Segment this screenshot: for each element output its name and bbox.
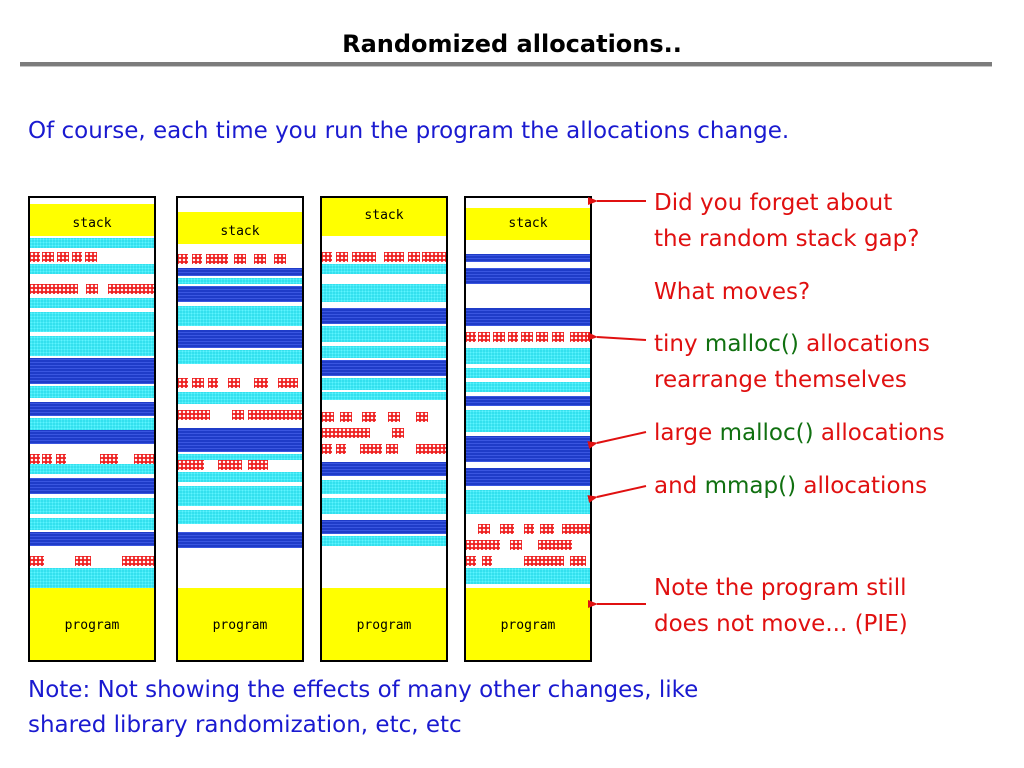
slide-subtitle: Of course, each time you run the program… — [28, 118, 790, 144]
stack-region — [466, 208, 590, 240]
program-label: program — [212, 618, 268, 633]
program-region — [30, 588, 154, 660]
memory-layout-run-3: stack program — [320, 196, 448, 662]
program-region — [178, 588, 302, 660]
stack-label: stack — [364, 208, 404, 223]
tiny-malloc-row — [30, 284, 154, 294]
footer-note: Note: Not showing the effects of many ot… — [28, 677, 699, 738]
program-region — [322, 588, 446, 660]
tiny-malloc-row — [466, 556, 590, 566]
tiny-malloc-row — [178, 254, 302, 264]
large-malloc-block — [30, 358, 154, 384]
stack-label: stack — [220, 224, 260, 239]
tiny-malloc-row — [30, 556, 154, 566]
annotation-pie: Note the program still does not move... … — [654, 575, 908, 637]
tiny-malloc-row — [178, 378, 302, 388]
stack-region — [30, 204, 154, 236]
tiny-malloc-row — [322, 428, 446, 438]
annotation-large-malloc: large malloc() allocations — [654, 420, 945, 446]
program-label: program — [356, 618, 412, 633]
stack-region — [322, 198, 446, 236]
tiny-malloc-row — [178, 410, 302, 420]
tiny-malloc-row — [178, 460, 302, 470]
arrow-large-malloc — [587, 431, 647, 449]
tiny-malloc-row — [322, 252, 446, 262]
program-label: program — [64, 618, 120, 633]
title-divider — [20, 62, 992, 67]
slide-title: Randomized allocations.. — [342, 30, 682, 58]
tiny-malloc-row — [322, 444, 446, 454]
arrow-tiny-malloc — [587, 332, 647, 341]
annotation-what-moves: What moves? — [654, 279, 811, 305]
stack-label: stack — [508, 216, 548, 231]
tiny-malloc-row — [466, 332, 590, 342]
tiny-malloc-row — [322, 412, 446, 422]
annotation-tiny-malloc: tiny malloc() allocations rearrange them… — [654, 331, 930, 393]
program-label: program — [500, 618, 556, 633]
tiny-malloc-row — [466, 524, 590, 534]
memory-layout-run-4: stack program — [464, 196, 592, 662]
tiny-malloc-row — [30, 252, 154, 262]
stack-region — [178, 212, 302, 244]
stack-label: stack — [72, 216, 112, 231]
annotation-stack-gap: Did you forget about the random stack ga… — [654, 190, 920, 252]
program-region — [466, 588, 590, 660]
memory-layout-run-1: stack program — [28, 196, 156, 662]
memory-layout-run-2: stack program — [176, 196, 304, 662]
tiny-malloc-row — [466, 540, 590, 550]
tiny-malloc-row — [30, 454, 154, 464]
arrow-mmap — [587, 485, 647, 503]
annotation-mmap: and mmap() allocations — [654, 473, 928, 499]
